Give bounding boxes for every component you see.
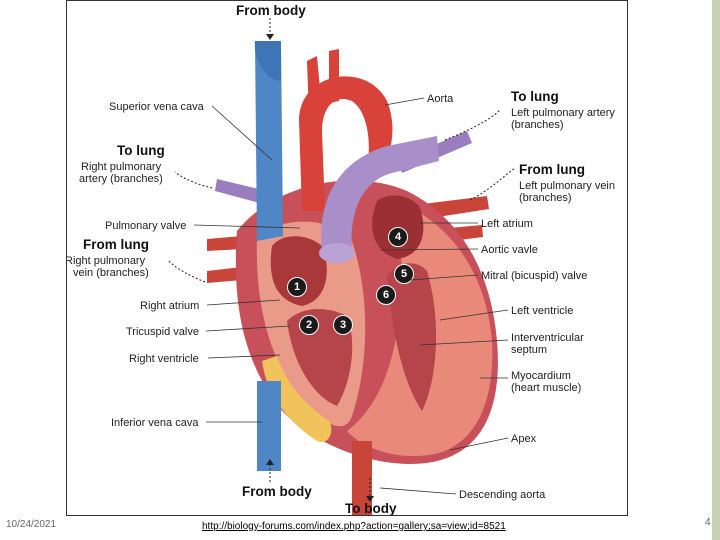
- label-right-pulmonary-artery-line1: Right pulmonary: [81, 161, 162, 173]
- label-right-ventricle: Right ventricle: [129, 353, 199, 365]
- coronary-fat: [262, 356, 332, 442]
- label-aortic-valve: Aortic vavle: [481, 244, 538, 256]
- right-atrium-chamber: [270, 236, 327, 306]
- label-right-pulmonary-vein-line1: Right pulmonary: [66, 255, 146, 267]
- flow-label-to-body-bottom: To body: [345, 501, 397, 516]
- flow-label-from-lung-right: From lung: [519, 162, 585, 177]
- step-marker-3: 3: [333, 315, 353, 335]
- label-left-ventricle: Left ventricle: [511, 305, 574, 317]
- label-left-pulmonary-artery-line1: Left pulmonary artery: [511, 107, 615, 119]
- source-link[interactable]: http://biology-forums.com/index.php?acti…: [202, 521, 506, 532]
- flow-label-to-lung-left: To lung: [117, 143, 165, 158]
- label-aorta: Aorta: [427, 93, 454, 105]
- slide-side-bar: [712, 0, 720, 540]
- label-superior-vena-cava: Superior vena cava: [109, 101, 204, 113]
- label-pulmonary-valve: Pulmonary valve: [105, 220, 187, 232]
- flow-label-from-body-top: From body: [236, 3, 306, 18]
- label-mitral-valve: Mitral (bicuspid) valve: [481, 270, 588, 282]
- pulmonary-trunk-shape: [321, 136, 439, 251]
- slide-page-number: 4: [705, 517, 711, 528]
- label-interventricular-septum-line2: septum: [511, 344, 548, 356]
- label-right-atrium: Right atrium: [140, 300, 200, 312]
- flow-label-to-lung-right: To lung: [511, 89, 559, 104]
- label-left-atrium: Left atrium: [481, 218, 533, 230]
- flow-label-from-lung-left: From lung: [83, 237, 149, 252]
- label-inferior-vena-cava: Inferior vena cava: [111, 417, 199, 429]
- step-marker-2: 2: [299, 315, 319, 335]
- step-marker-6: 6: [376, 285, 396, 305]
- step-marker-1: 1: [287, 277, 307, 297]
- label-myocardium-line1: Myocardium: [511, 370, 571, 382]
- step-marker-4: 4: [388, 227, 408, 247]
- label-right-pulmonary-artery-line2: artery (branches): [79, 173, 163, 185]
- flow-label-from-body-bottom: From body: [242, 484, 312, 499]
- label-interventricular-septum-line1: Interventricular: [511, 332, 584, 344]
- heart-diagram-frame: From body To lung From lung To lung From…: [66, 0, 628, 516]
- label-right-pulmonary-vein-line2: vein (branches): [73, 267, 149, 279]
- slide-date: 10/24/2021: [6, 519, 57, 530]
- step-marker-5: 5: [394, 264, 414, 284]
- inferior-vena-cava-shape: [257, 381, 281, 471]
- label-apex: Apex: [511, 433, 537, 445]
- left-ventricle-chamber: [387, 263, 437, 411]
- aorta-arch-shape: [299, 76, 393, 211]
- heart-illustration: [207, 41, 498, 515]
- label-left-pulmonary-artery-line2: (branches): [511, 119, 564, 131]
- label-tricuspid-valve: Tricuspid valve: [126, 326, 199, 338]
- right-pulmonary-artery-branch: [215, 179, 267, 205]
- label-left-pulmonary-vein-line1: Left pulmonary vein: [519, 180, 615, 192]
- label-myocardium-line2: (heart muscle): [511, 382, 582, 394]
- label-left-pulmonary-vein-line2: (branches): [519, 192, 572, 204]
- label-descending-aorta: Descending aorta: [459, 489, 546, 501]
